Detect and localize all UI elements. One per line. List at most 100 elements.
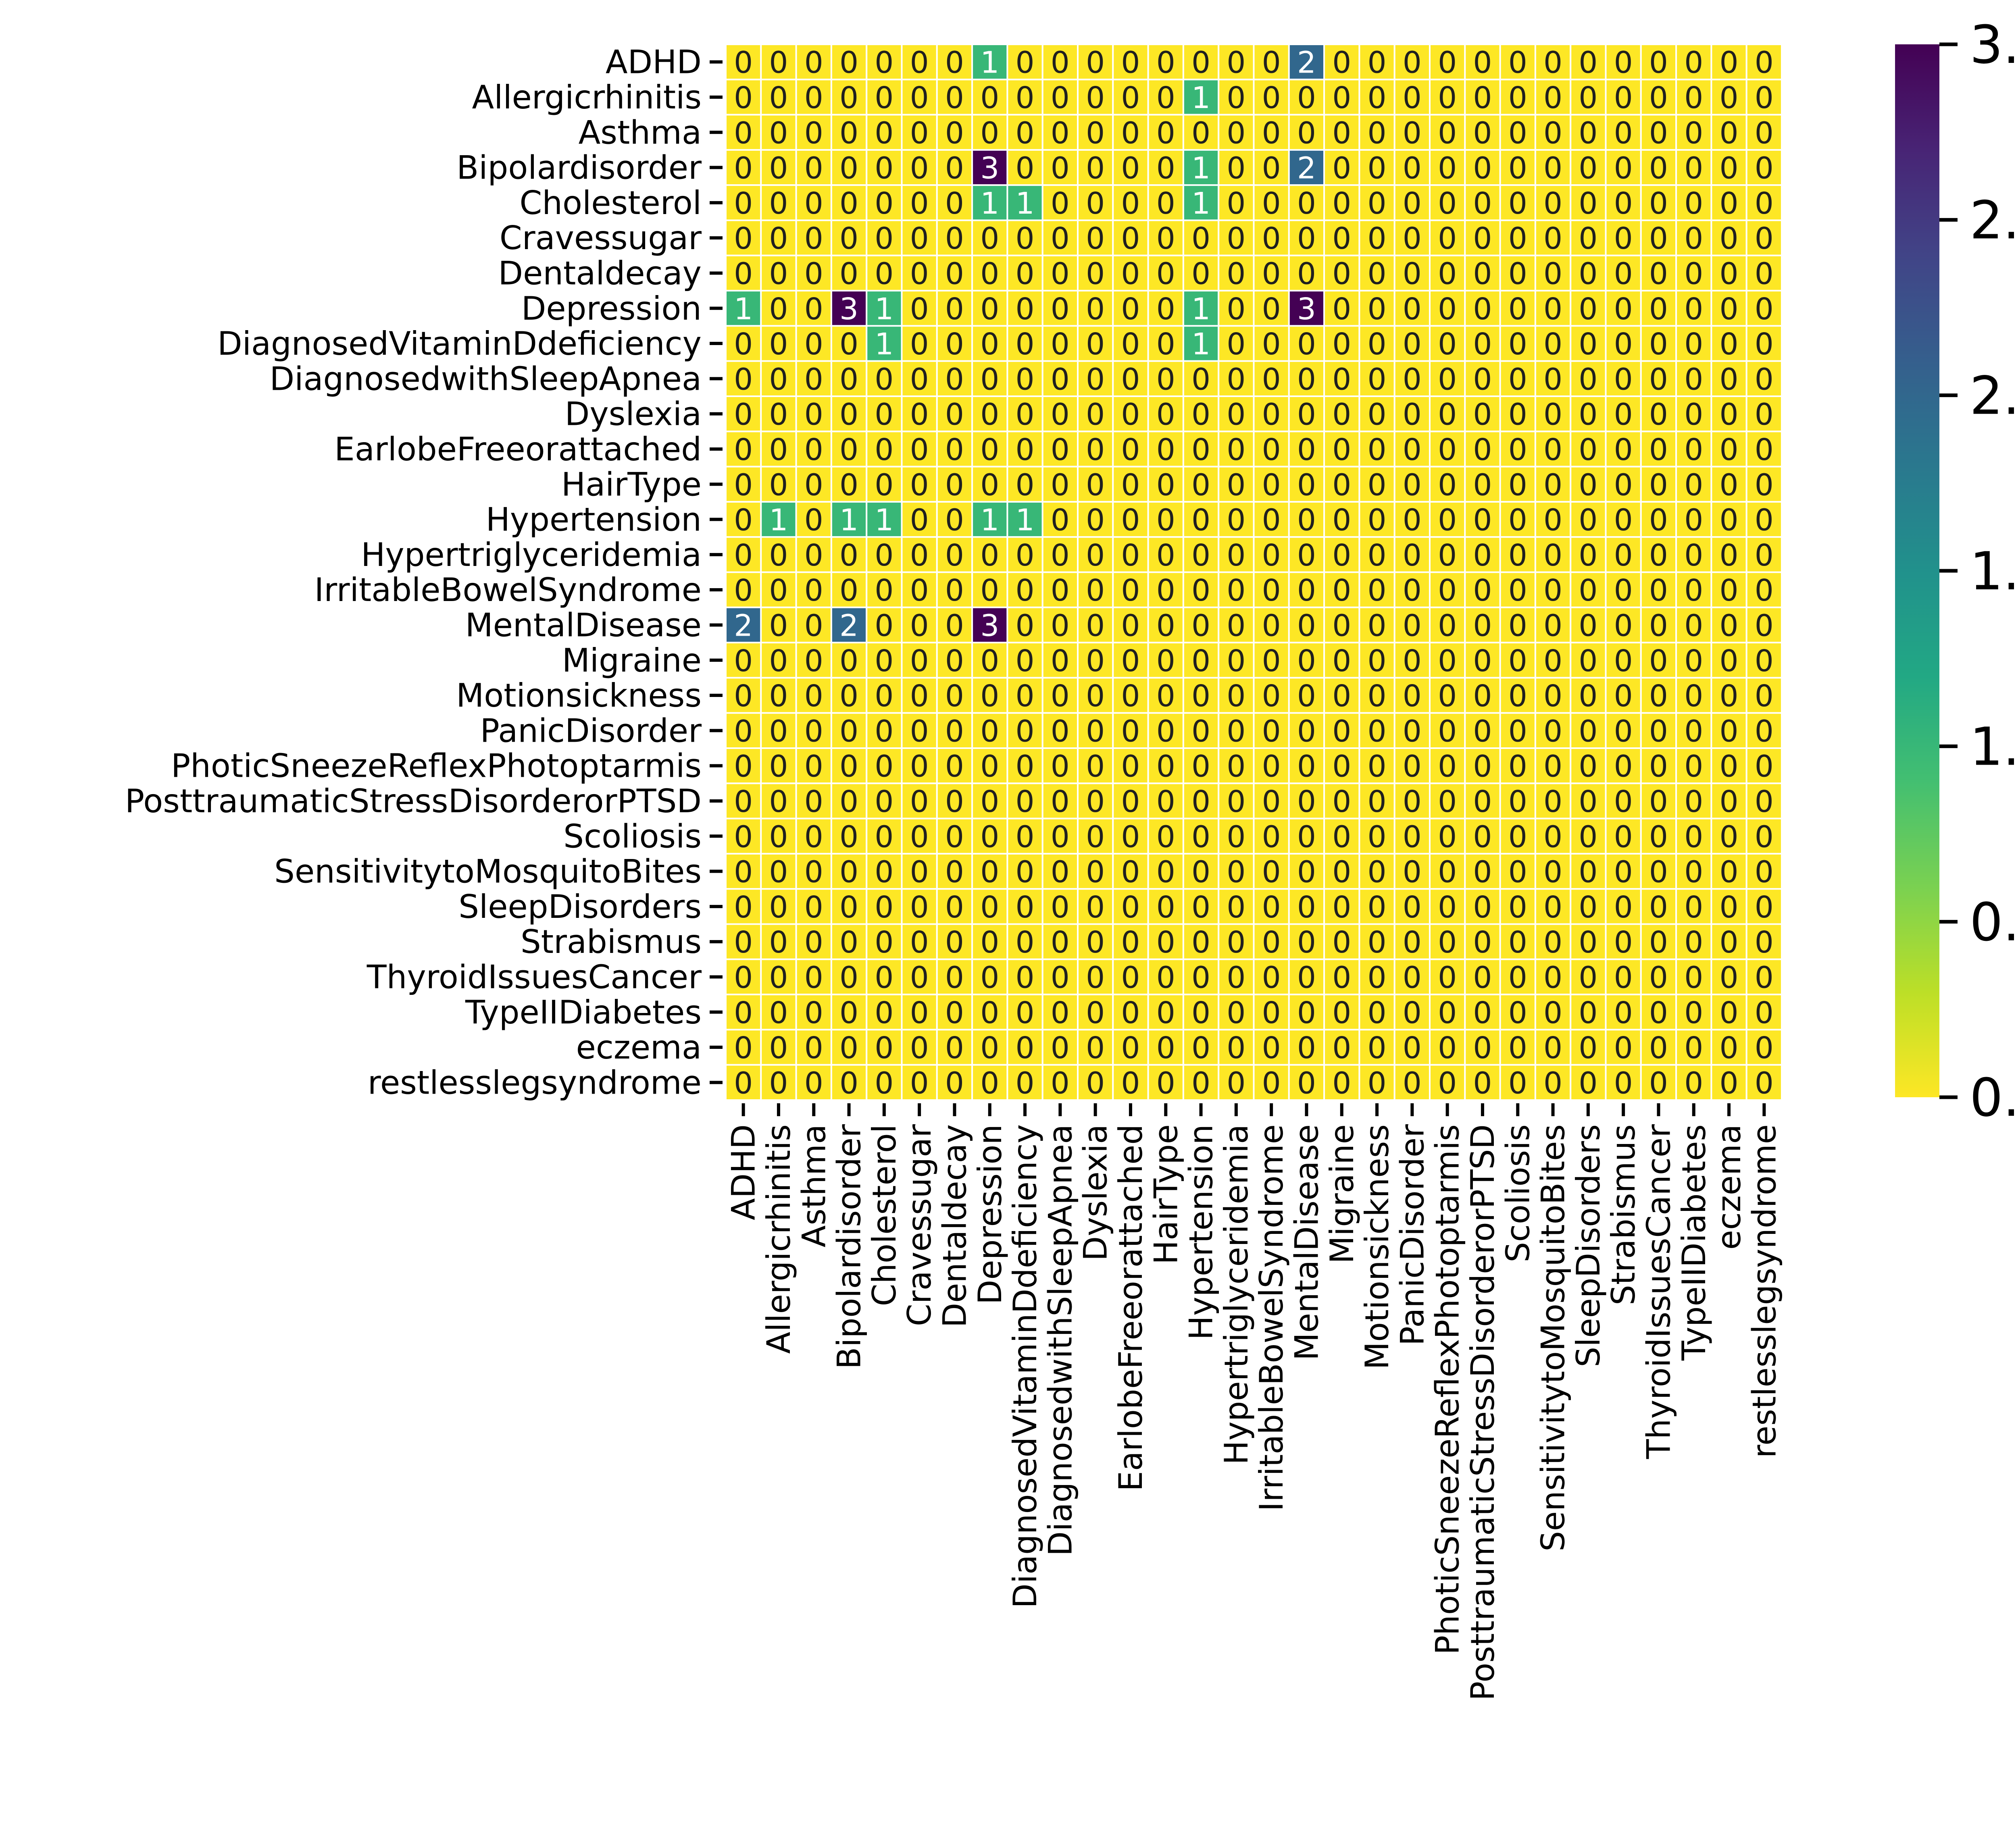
- heatmap-cell: [760, 606, 797, 644]
- cell-value-label: 0: [804, 397, 823, 432]
- heatmap-cell: [1077, 994, 1114, 1031]
- cell-value-label: 0: [1227, 996, 1245, 1030]
- cell-value-label: 1: [734, 292, 753, 327]
- cell-value-label: 0: [945, 221, 964, 256]
- cell-value-label: 0: [945, 996, 964, 1030]
- cell-value-label: 0: [875, 1031, 893, 1065]
- cell-value-label: 0: [980, 1031, 999, 1065]
- cell-value-label: 0: [945, 327, 964, 362]
- heatmap-cell: [1323, 466, 1360, 503]
- heatmap-cell: [1675, 114, 1712, 151]
- cell-value-label: 0: [1191, 749, 1210, 784]
- cell-value-label: 0: [1016, 362, 1035, 397]
- cell-value-label: 0: [1051, 221, 1070, 256]
- x-tick-label: SensitivitytoMosquitoBites: [1535, 1124, 1572, 1552]
- heatmap-cell: [1464, 254, 1501, 292]
- cell-value-label: 0: [1227, 538, 1245, 573]
- cell-value-label: 0: [1579, 503, 1597, 538]
- cell-value-label: 0: [1051, 1066, 1070, 1100]
- heatmap-cell: [866, 1029, 903, 1066]
- heatmap-cell: [1323, 114, 1360, 151]
- cell-value-label: 0: [1755, 1066, 1774, 1100]
- heatmap-cell: [1218, 677, 1255, 714]
- cell-value-label: 0: [1191, 1066, 1210, 1100]
- cell-value-label: 1: [1191, 81, 1210, 115]
- cell-value-label: 0: [1368, 397, 1387, 432]
- cell-value-label: 0: [804, 327, 823, 362]
- heatmap-cell: [830, 923, 868, 960]
- cell-value-label: 0: [1156, 714, 1175, 749]
- heatmap-cell: [1393, 44, 1431, 81]
- cell-value-label: 0: [1368, 116, 1387, 150]
- heatmap-cell: [1675, 184, 1712, 221]
- cell-value-label: 0: [1508, 327, 1527, 362]
- heatmap-cell: [1323, 1029, 1360, 1066]
- cell-value-label: 0: [1403, 749, 1422, 784]
- heatmap-cell: [901, 431, 938, 468]
- cell-value-label: 0: [1156, 397, 1175, 432]
- cell-value-label: 0: [980, 960, 999, 995]
- cell-value-label: 0: [1297, 784, 1316, 819]
- cell-value-label: 0: [1227, 573, 1245, 608]
- cell-value-label: 0: [1262, 925, 1281, 960]
- cell-value-label: 0: [734, 256, 753, 291]
- cell-value-label: 0: [1227, 221, 1245, 256]
- cell-value-label: 0: [1191, 925, 1210, 960]
- y-tick-label: Migraine: [562, 642, 702, 679]
- heatmap-cell: [760, 642, 797, 679]
- heatmap-cell: [1570, 501, 1607, 538]
- heatmap-cell: [1710, 360, 1747, 397]
- cell-value-label: 0: [1297, 1066, 1316, 1100]
- heatmap-cell: [1570, 853, 1607, 890]
- heatmap-cell: [1710, 184, 1747, 221]
- cell-value-label: 0: [1121, 855, 1140, 890]
- y-tick-label: eczema: [576, 1029, 702, 1066]
- cell-value-label: 0: [1720, 996, 1739, 1030]
- heatmap-cell: [971, 184, 1008, 221]
- cell-value-label: 0: [1403, 433, 1422, 467]
- cell-value-label: 0: [1191, 256, 1210, 291]
- heatmap-cell: [1288, 994, 1325, 1031]
- cell-value-label: 0: [1649, 186, 1668, 221]
- heatmap-cell: [1534, 853, 1572, 890]
- cell-value-label: 0: [769, 784, 788, 819]
- cell-value-label: 0: [1438, 433, 1457, 467]
- cell-value-label: 0: [1403, 890, 1422, 925]
- x-tick-label: Cravessugar: [901, 1124, 938, 1326]
- heatmap-cell: [1745, 219, 1783, 256]
- cell-value-label: 0: [1051, 292, 1070, 327]
- heatmap-cell: [1570, 888, 1607, 925]
- cell-value-label: 0: [1614, 644, 1633, 678]
- cell-value-label: 0: [1649, 468, 1668, 502]
- cell-value-label: 0: [1262, 46, 1281, 80]
- cell-value-label: 0: [1086, 890, 1105, 925]
- cell-value-label: 0: [1473, 397, 1492, 432]
- cell-value-label: 0: [1086, 1031, 1105, 1065]
- cell-value-label: 0: [769, 749, 788, 784]
- cell-value-label: 0: [945, 1066, 964, 1100]
- heatmap-cell: [1323, 360, 1360, 397]
- cell-value-label: 0: [1368, 468, 1387, 502]
- heatmap-cell: [760, 360, 797, 397]
- cell-value-label: 0: [1262, 292, 1281, 327]
- heatmap-cell: [971, 360, 1008, 397]
- cell-value-label: 0: [1332, 292, 1351, 327]
- cell-value-label: 2: [734, 608, 753, 643]
- heatmap-cell: [1710, 571, 1747, 608]
- cell-value-label: 0: [1156, 186, 1175, 221]
- cell-value-label: 0: [1016, 1031, 1035, 1065]
- heatmap-cell: [1640, 606, 1677, 644]
- cell-value-label: 0: [769, 116, 788, 150]
- cell-value-label: 0: [804, 221, 823, 256]
- cell-value-label: 0: [769, 1066, 788, 1100]
- cell-value-label: 0: [1051, 679, 1070, 713]
- cell-value-label: 0: [1086, 116, 1105, 150]
- heatmap-cell: [795, 712, 832, 749]
- cell-value-label: 0: [1473, 890, 1492, 925]
- cell-value-label: 0: [1649, 1066, 1668, 1100]
- cell-value-label: 0: [1368, 820, 1387, 854]
- heatmap-cell: [795, 571, 832, 608]
- cell-value-label: 0: [1684, 186, 1703, 221]
- cell-value-label: 0: [945, 749, 964, 784]
- cell-value-label: 0: [1121, 608, 1140, 643]
